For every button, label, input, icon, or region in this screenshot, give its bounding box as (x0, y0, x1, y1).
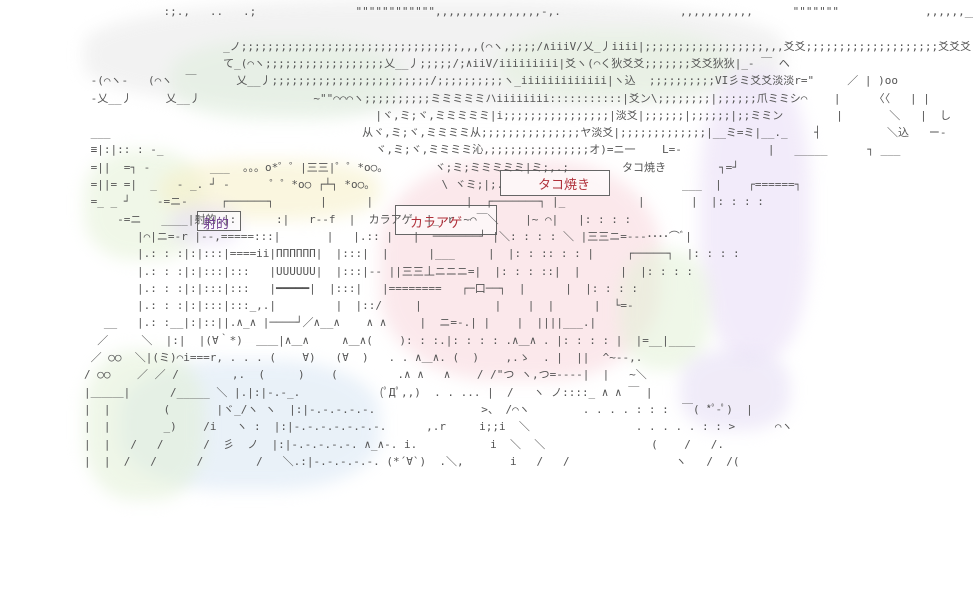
art-line: -=ニ ____|射的.|: :| r‐‐f | カラアゲ |_.ｒ‐~⌒￣＼ … (84, 212, 632, 226)
green-wash-bottom (84, 350, 204, 500)
purple-wash-bottom (680, 350, 790, 430)
green-wash-right (620, 250, 710, 370)
art-line: =_ _ ┘ ‐=ニ‐ ┌──────┐ | | | ┌───────┐ |_ … (84, 195, 764, 209)
art-line: :;., .. .; """""""""""",,,,,,,,,,,,,,,,-… (84, 5, 973, 18)
art-line: | | / / / / ＼.:|-.-.-.-.-. (*´∀`) .＼, i … (84, 454, 740, 468)
art-line: | | ( |ヾ_/ヽ ヽ |:|-.-.-.-.-. >、 /⌒ヽ . . .… (84, 402, 753, 416)
art-line: |.: : :|:|:::|::: |UUUUUU| |:::|‐- ||三三丄… (84, 264, 694, 278)
tree-wash-right (500, 30, 730, 100)
art-line: |.: : :|:|:::|::: |━━━━━| |:::| |=======… (84, 281, 639, 295)
karaage-stall-label: カラアゲ (410, 216, 463, 231)
art-line: __ |.: :__|:|::||.∧_∧ |────┘／∧__∧ ∧ ∧ | … (84, 316, 597, 330)
art-line: / ○○ ／ ／ / ,. ( ) ( .∧ ∧ ∧ / /"つ ヽ,つ=-‐‐… (84, 368, 647, 382)
art-line: |.: : :|:|:::|:::_,.| | |::/ | | | | | └… (84, 299, 634, 313)
takoyaki-stall-label: タコ焼き (538, 178, 591, 193)
pink-wash-center (380, 160, 660, 380)
purple-wash-right (700, 70, 810, 360)
shooting-stall-sign (197, 211, 241, 231)
art-line: ___ 从ヾ,ミ;ヾ,ミミミミ从;;;;;;;;;;;;;;;ヤ淡爻|;;;;;… (84, 126, 947, 140)
art-line: |.: : :|:|:::|====ii|ΠΠΠΠΠΠ| |:::| | |__… (84, 247, 740, 261)
art-line: =|| =┐ ‐ ___ 。。。o*゜゜|三三|゜゜*o○。 ヾ;ミ;ミミミミミ… (84, 160, 739, 174)
shooting-stall-label: 射的 (203, 217, 230, 232)
art-line: -乂__丿 乂__丿 ~""⌒⌒⌒ヽ;;;;;;;;;;ミミミミミハiiiiii… (84, 91, 930, 105)
karaage-stall-sign (395, 205, 497, 235)
art-line: |⌒|ニ=-r |--,=====:::| | |.:: | | ───────… (84, 229, 692, 243)
takoyaki-stall-sign (500, 170, 610, 196)
art-line: _ノ;;;;;;;;;;;;;;;;;;;;;;;;;;;;;;;;;,,,(⌒… (84, 39, 973, 53)
art-line: |ヾ,ミ;ヾ,ミミミミミ|i;;;;;;;;;;;;;;;;|淡爻|;;;;;;… (84, 108, 951, 122)
art-line: |＿＿＿| /_____ ＼ |.|:|-.-_. (ﾟДﾟ,,) . . ..… (84, 385, 653, 399)
art-line: =||= =| _ ‐ _. ┘ ‐ ゜゜*o○ ┌┴┐ *o○。 \ ヾミ;|… (84, 178, 802, 191)
art-line: | | _) /i ヽ : |:|-.-.-.-.-.-.-. ,.r i;;i… (84, 420, 793, 434)
art-line: ／ ＼ |:| |(∀｀*) ＿＿|∧＿∧ ∧＿∧( ): : :.|: : :… (84, 333, 696, 347)
art-line: ／ ○○ ＼|(ミ)⌒i===r, . . . ( ∀) (∀ ) . . ∧＿… (84, 351, 643, 364)
art-line: -(⌒ヽ‐ (⌒ヽ ￣ 乂__丿;;;;;;;;;;;;;;;;;;;;;;;;… (84, 74, 899, 88)
art-line: て_(⌒ヽ;;;;;;;;;;;;;;;;;;乂__丿;;;;;/;∧iiV/i… (84, 56, 790, 70)
tree-wash-left (170, 40, 400, 120)
art-line: | | / / / 彡 ノ |:|-.-.-.-.-. ∧_∧-. i. i ＼… (84, 437, 725, 451)
art-line: ≡|:|:: : -_ ヾ,ミ;ヾ,ミミミミ沁,;;;;;;;;;;;;;;;オ… (84, 143, 901, 157)
